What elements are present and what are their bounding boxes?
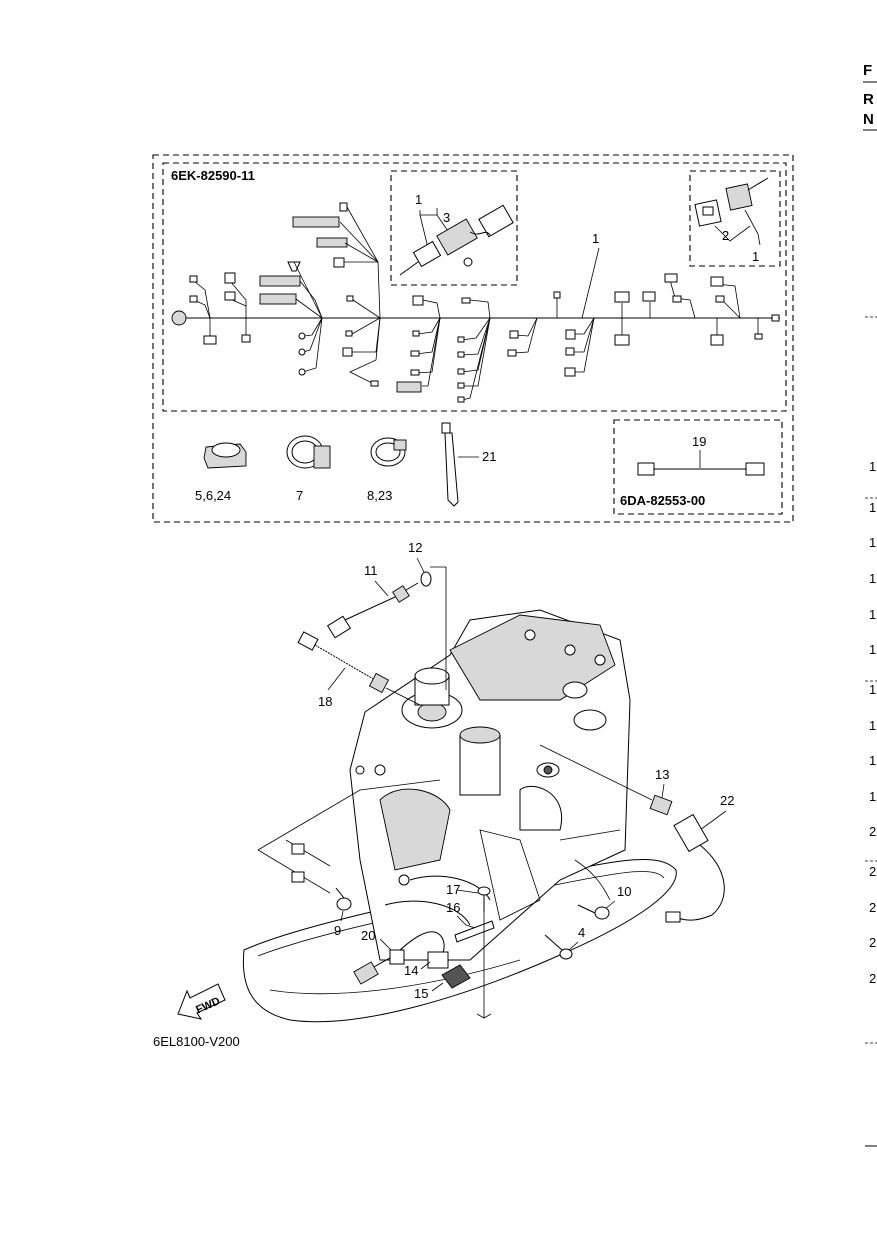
callout-1: 1	[415, 192, 422, 207]
sensor-icon	[539, 744, 673, 816]
callout-1: 1	[752, 249, 759, 264]
wire-harness-icon	[637, 462, 765, 476]
callout-1: 1	[592, 231, 599, 246]
clamp-icon	[370, 437, 407, 467]
callout-13: 13	[655, 767, 669, 782]
coupler-detail-box	[689, 170, 781, 267]
margin-number: 2	[869, 935, 876, 950]
callout-22: 22	[720, 793, 734, 808]
harness-frame	[162, 162, 787, 412]
sensor-icon	[297, 631, 421, 706]
margin-number: 1	[869, 607, 876, 622]
margin-number: 1	[869, 500, 876, 515]
figure-code: 6EL8100-V200	[153, 1034, 240, 1049]
callout-17: 17	[446, 882, 460, 897]
engine-block-icon	[242, 609, 677, 1023]
margin-number: 1	[869, 535, 876, 550]
edge-letter-r: R	[863, 91, 874, 108]
sub-kit-box	[613, 419, 783, 515]
callout-18: 18	[318, 694, 332, 709]
callout-14: 14	[404, 963, 418, 978]
callout-11: 11	[364, 563, 378, 578]
margin-number: 2	[869, 824, 876, 839]
connector-icon	[353, 931, 449, 985]
callout-15: 15	[414, 986, 428, 1001]
wire-harness-icon	[665, 813, 725, 923]
callout-12: 12	[408, 540, 422, 555]
callout-16: 16	[446, 900, 460, 915]
margin-number: 1	[869, 682, 876, 697]
callout-9: 9	[334, 923, 341, 938]
wire-harness-icon: 1	[171, 202, 780, 403]
washer-icon	[420, 571, 432, 587]
callout-4: 4	[578, 925, 585, 940]
accessory-label-21: 21	[482, 449, 496, 464]
margin-number: 2	[869, 864, 876, 879]
margin-number: 1	[869, 571, 876, 586]
margin-number: 2	[869, 971, 876, 986]
sub-kit-code: 6DA-82553-00	[620, 493, 705, 508]
bolt-icon	[577, 904, 610, 920]
callout-19: 19	[692, 434, 706, 449]
margin-number: 2	[869, 900, 876, 915]
margin-number: 1	[869, 753, 876, 768]
edge-letter-n: N	[863, 111, 874, 128]
clamp-icon	[286, 435, 331, 469]
sensor-icon	[326, 582, 419, 639]
accessory-label-5-6-24: 5,6,24	[195, 488, 231, 503]
right-margin-numbers: 1 1 1 1 1 1 1 1 1 1 2 2 2 2 2	[865, 459, 877, 1147]
cable-tie-icon	[441, 422, 459, 507]
clamp-icon	[203, 442, 247, 469]
callout-10: 10	[617, 884, 631, 899]
accessory-label-8-23: 8,23	[367, 488, 392, 503]
grommet-icon	[441, 964, 471, 989]
callout-20: 20	[361, 928, 375, 943]
edge-letter-f: F	[863, 62, 872, 79]
callout-3: 3	[443, 210, 450, 225]
fwd-arrow-icon: FWD	[177, 983, 226, 1020]
kit-frame	[152, 154, 794, 523]
connector-icon	[399, 204, 514, 276]
connector-detail-box	[390, 170, 518, 286]
harness-kit-code: 6EK-82590-11	[171, 168, 255, 183]
bolt-icon	[335, 887, 352, 911]
bolt-icon	[477, 886, 491, 912]
callout-2: 2	[722, 228, 729, 243]
margin-number: 1	[869, 642, 876, 657]
accessory-label-7: 7	[296, 488, 303, 503]
connector-icon	[694, 177, 769, 227]
bolt-icon	[544, 934, 573, 960]
margin-number: 1	[869, 789, 876, 804]
margin-number: 1	[869, 718, 876, 733]
margin-number: 1	[869, 459, 876, 474]
